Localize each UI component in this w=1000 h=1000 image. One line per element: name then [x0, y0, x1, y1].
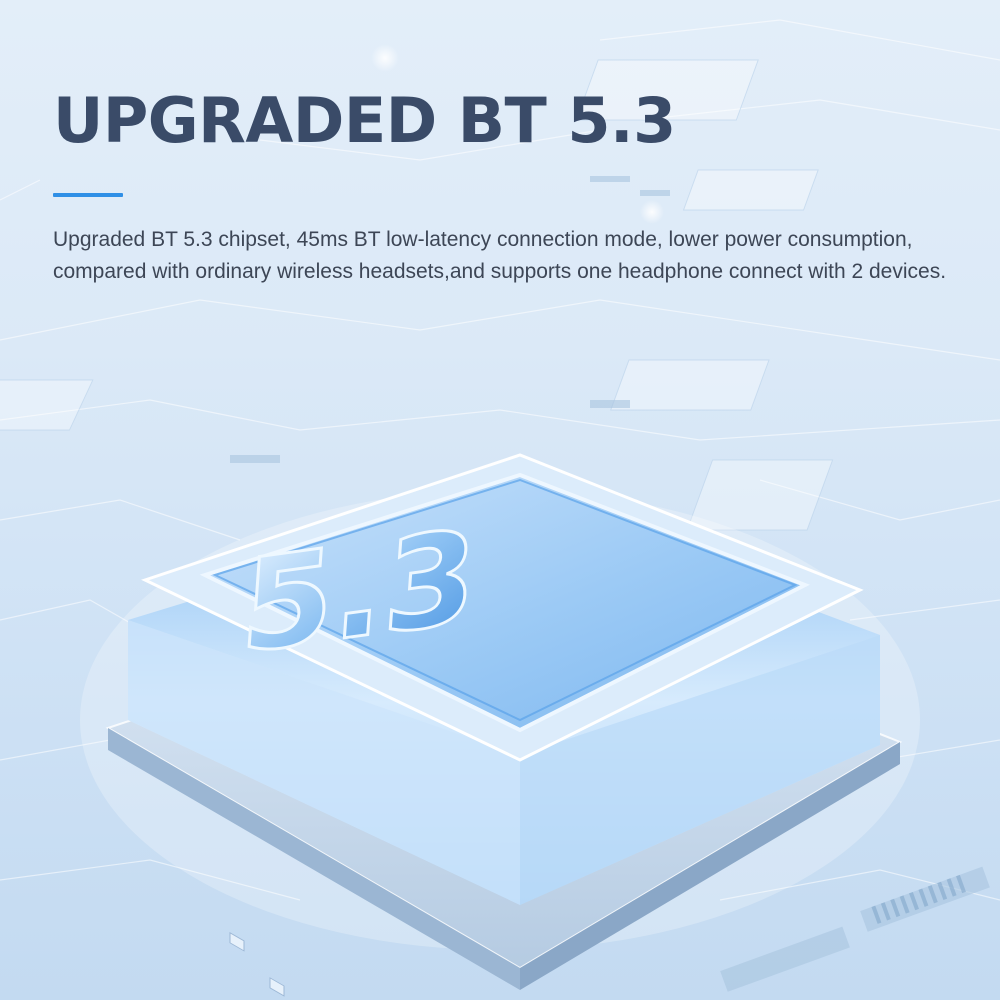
chip-version-digits: 5.3	[235, 500, 484, 685]
svg-text:5.3: 5.3	[236, 502, 482, 684]
feature-description: Upgraded BT 5.3 chipset, 45ms BT low-lat…	[53, 228, 947, 283]
title-accent-underline	[53, 193, 123, 197]
page-title: UPGRADED BT 5.3	[53, 84, 676, 157]
chip-top	[141, 453, 864, 762]
